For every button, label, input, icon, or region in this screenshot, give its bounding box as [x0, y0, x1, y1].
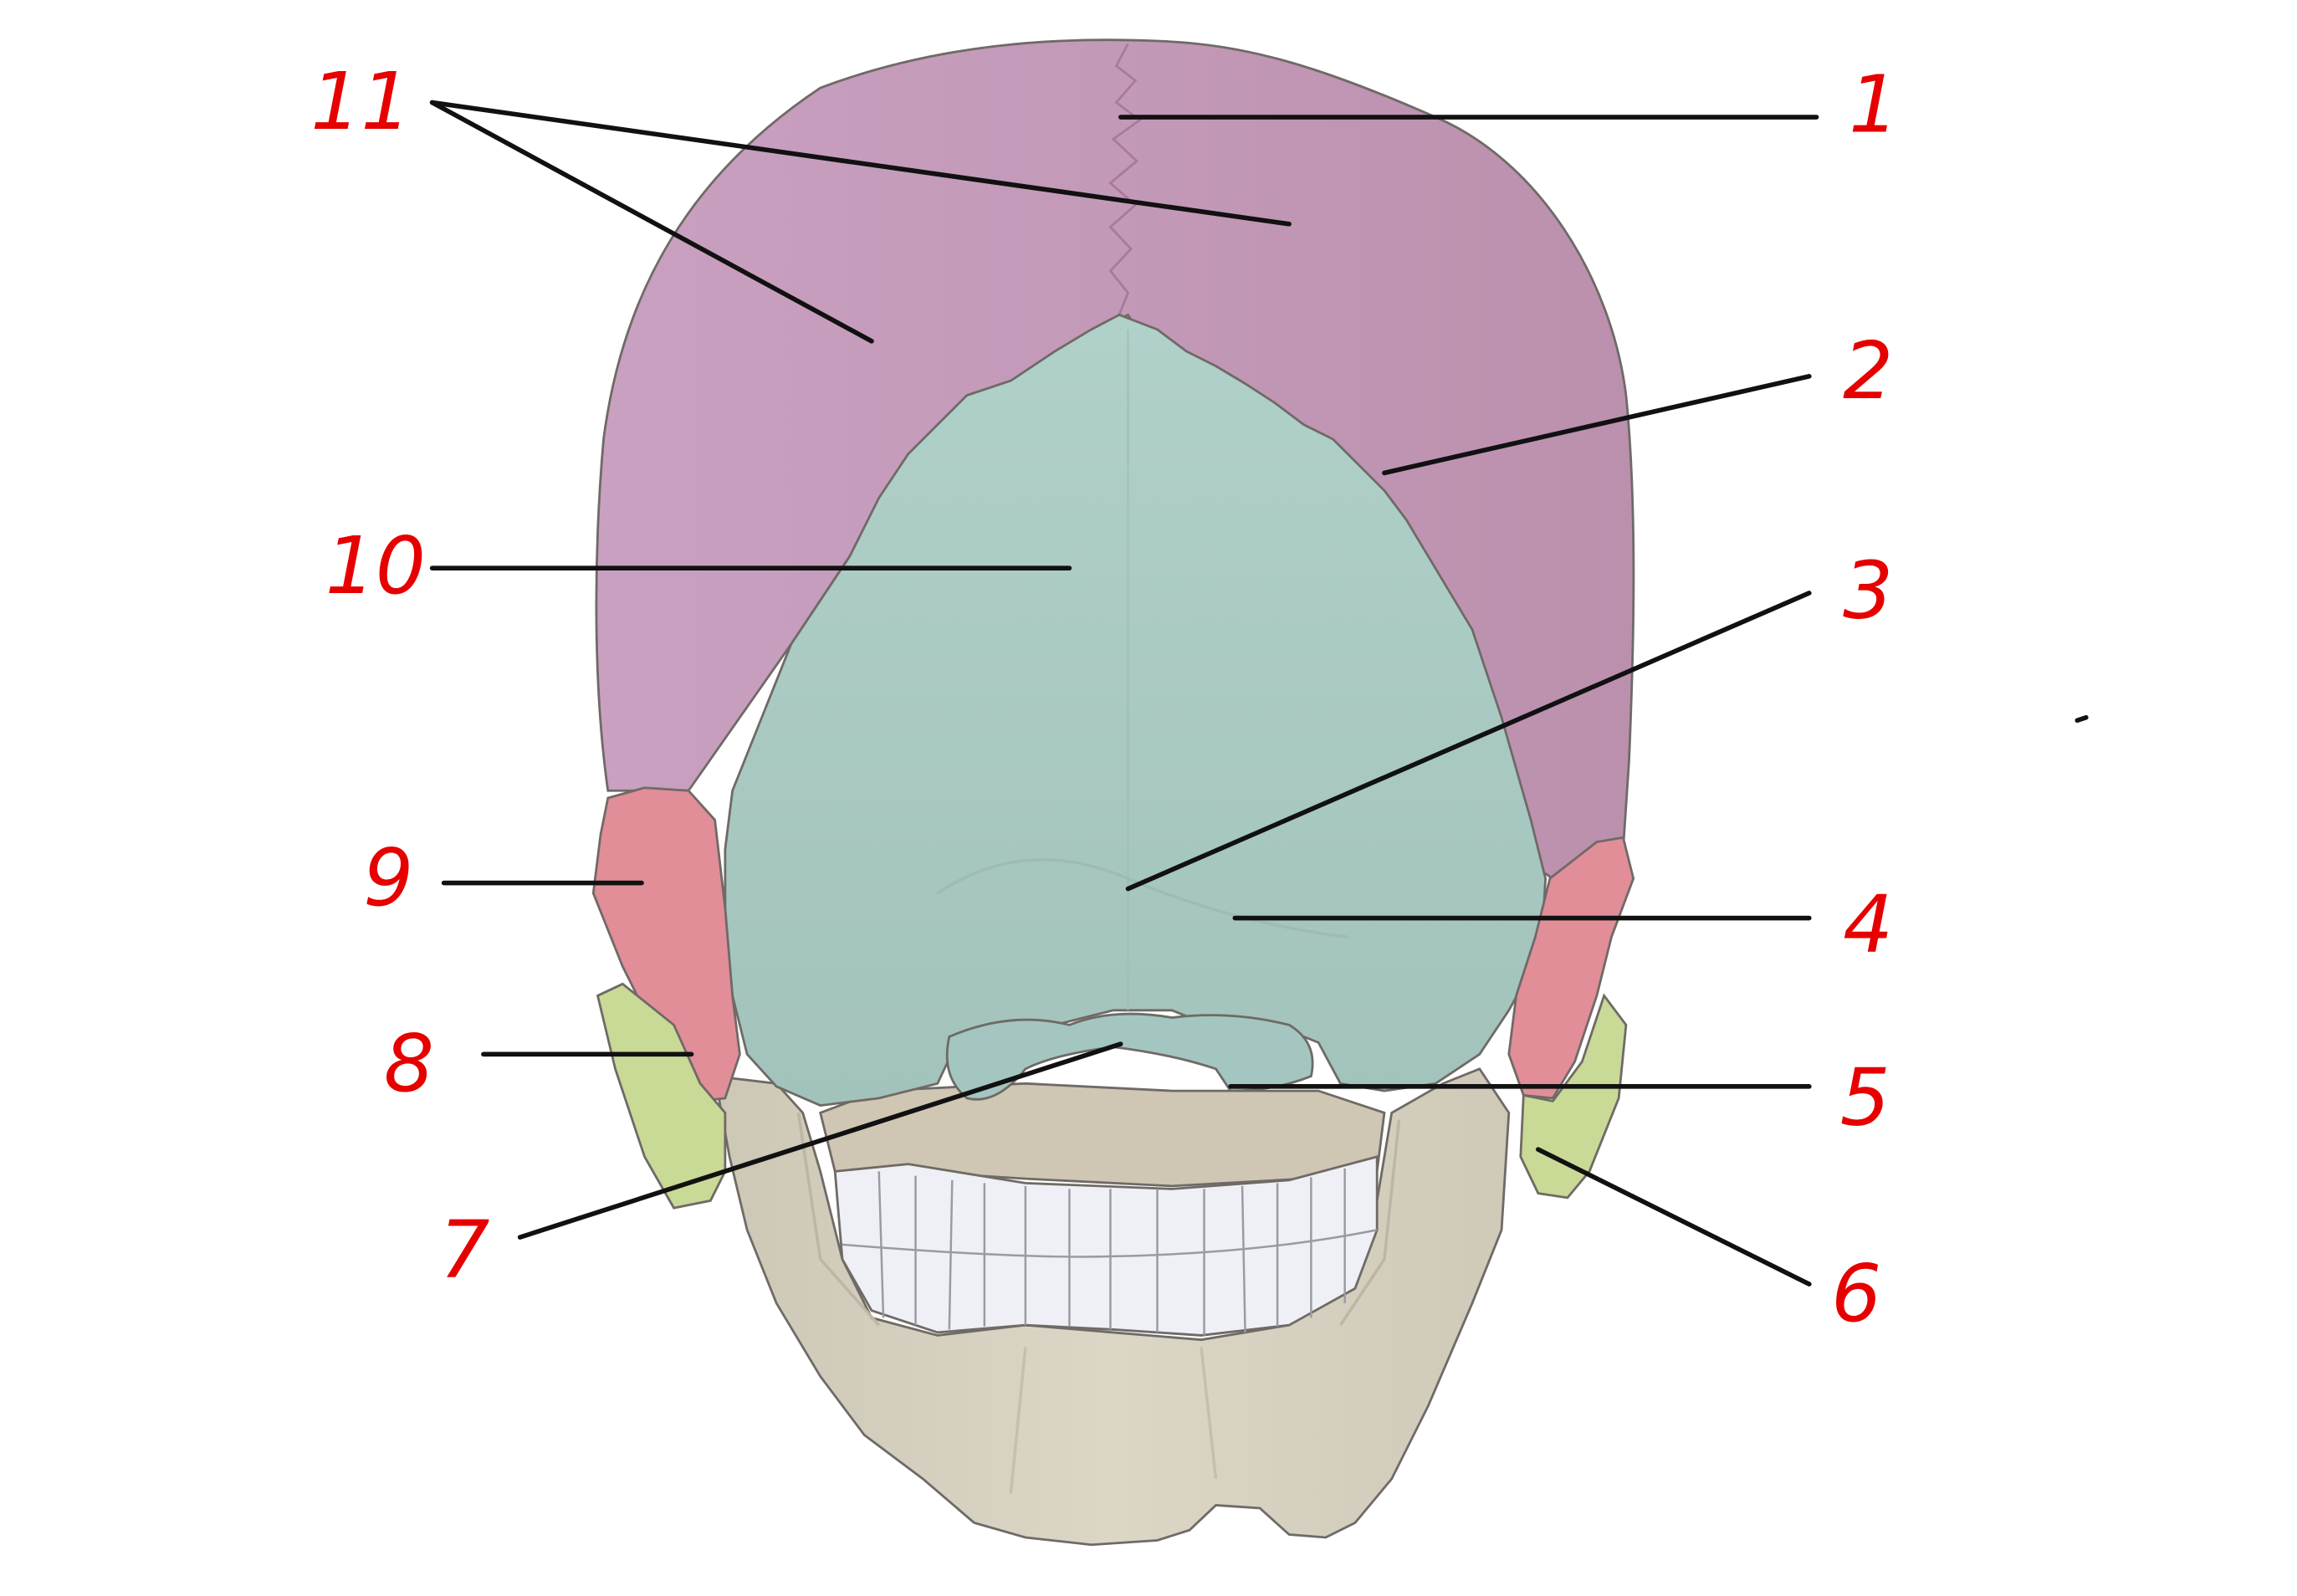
leader-lines	[429, 100, 2089, 1287]
label-1: 1	[1849, 59, 1899, 151]
label-3: 3	[1843, 545, 1893, 637]
label-11: 11	[310, 56, 411, 148]
label-9: 9	[363, 832, 413, 924]
label-4: 4	[1843, 879, 1893, 971]
label-6: 6	[1831, 1248, 1881, 1340]
number-labels: 11 1 2 10 3 9 4 8 5 7 6	[310, 56, 1899, 1340]
leader-line-3	[1125, 591, 1812, 892]
label-10: 10	[325, 520, 426, 612]
temporal-bones	[591, 786, 1635, 1102]
leader-line-7	[517, 1041, 1123, 1240]
stray-mark	[2074, 714, 2089, 724]
occipital-bone	[724, 313, 1548, 1107]
leader-line-6	[1536, 1147, 1812, 1287]
mandible	[713, 1067, 1511, 1547]
label-5: 5	[1840, 1051, 1890, 1143]
sagittal-suture	[1108, 43, 1142, 315]
teeth	[833, 1155, 1379, 1337]
label-8: 8	[384, 1018, 434, 1110]
leader-line-11a	[429, 100, 1292, 227]
label-2: 2	[1843, 325, 1893, 417]
leader-line-11b	[429, 100, 874, 344]
label-7: 7	[439, 1204, 489, 1296]
leader-line-2	[1382, 374, 1812, 476]
